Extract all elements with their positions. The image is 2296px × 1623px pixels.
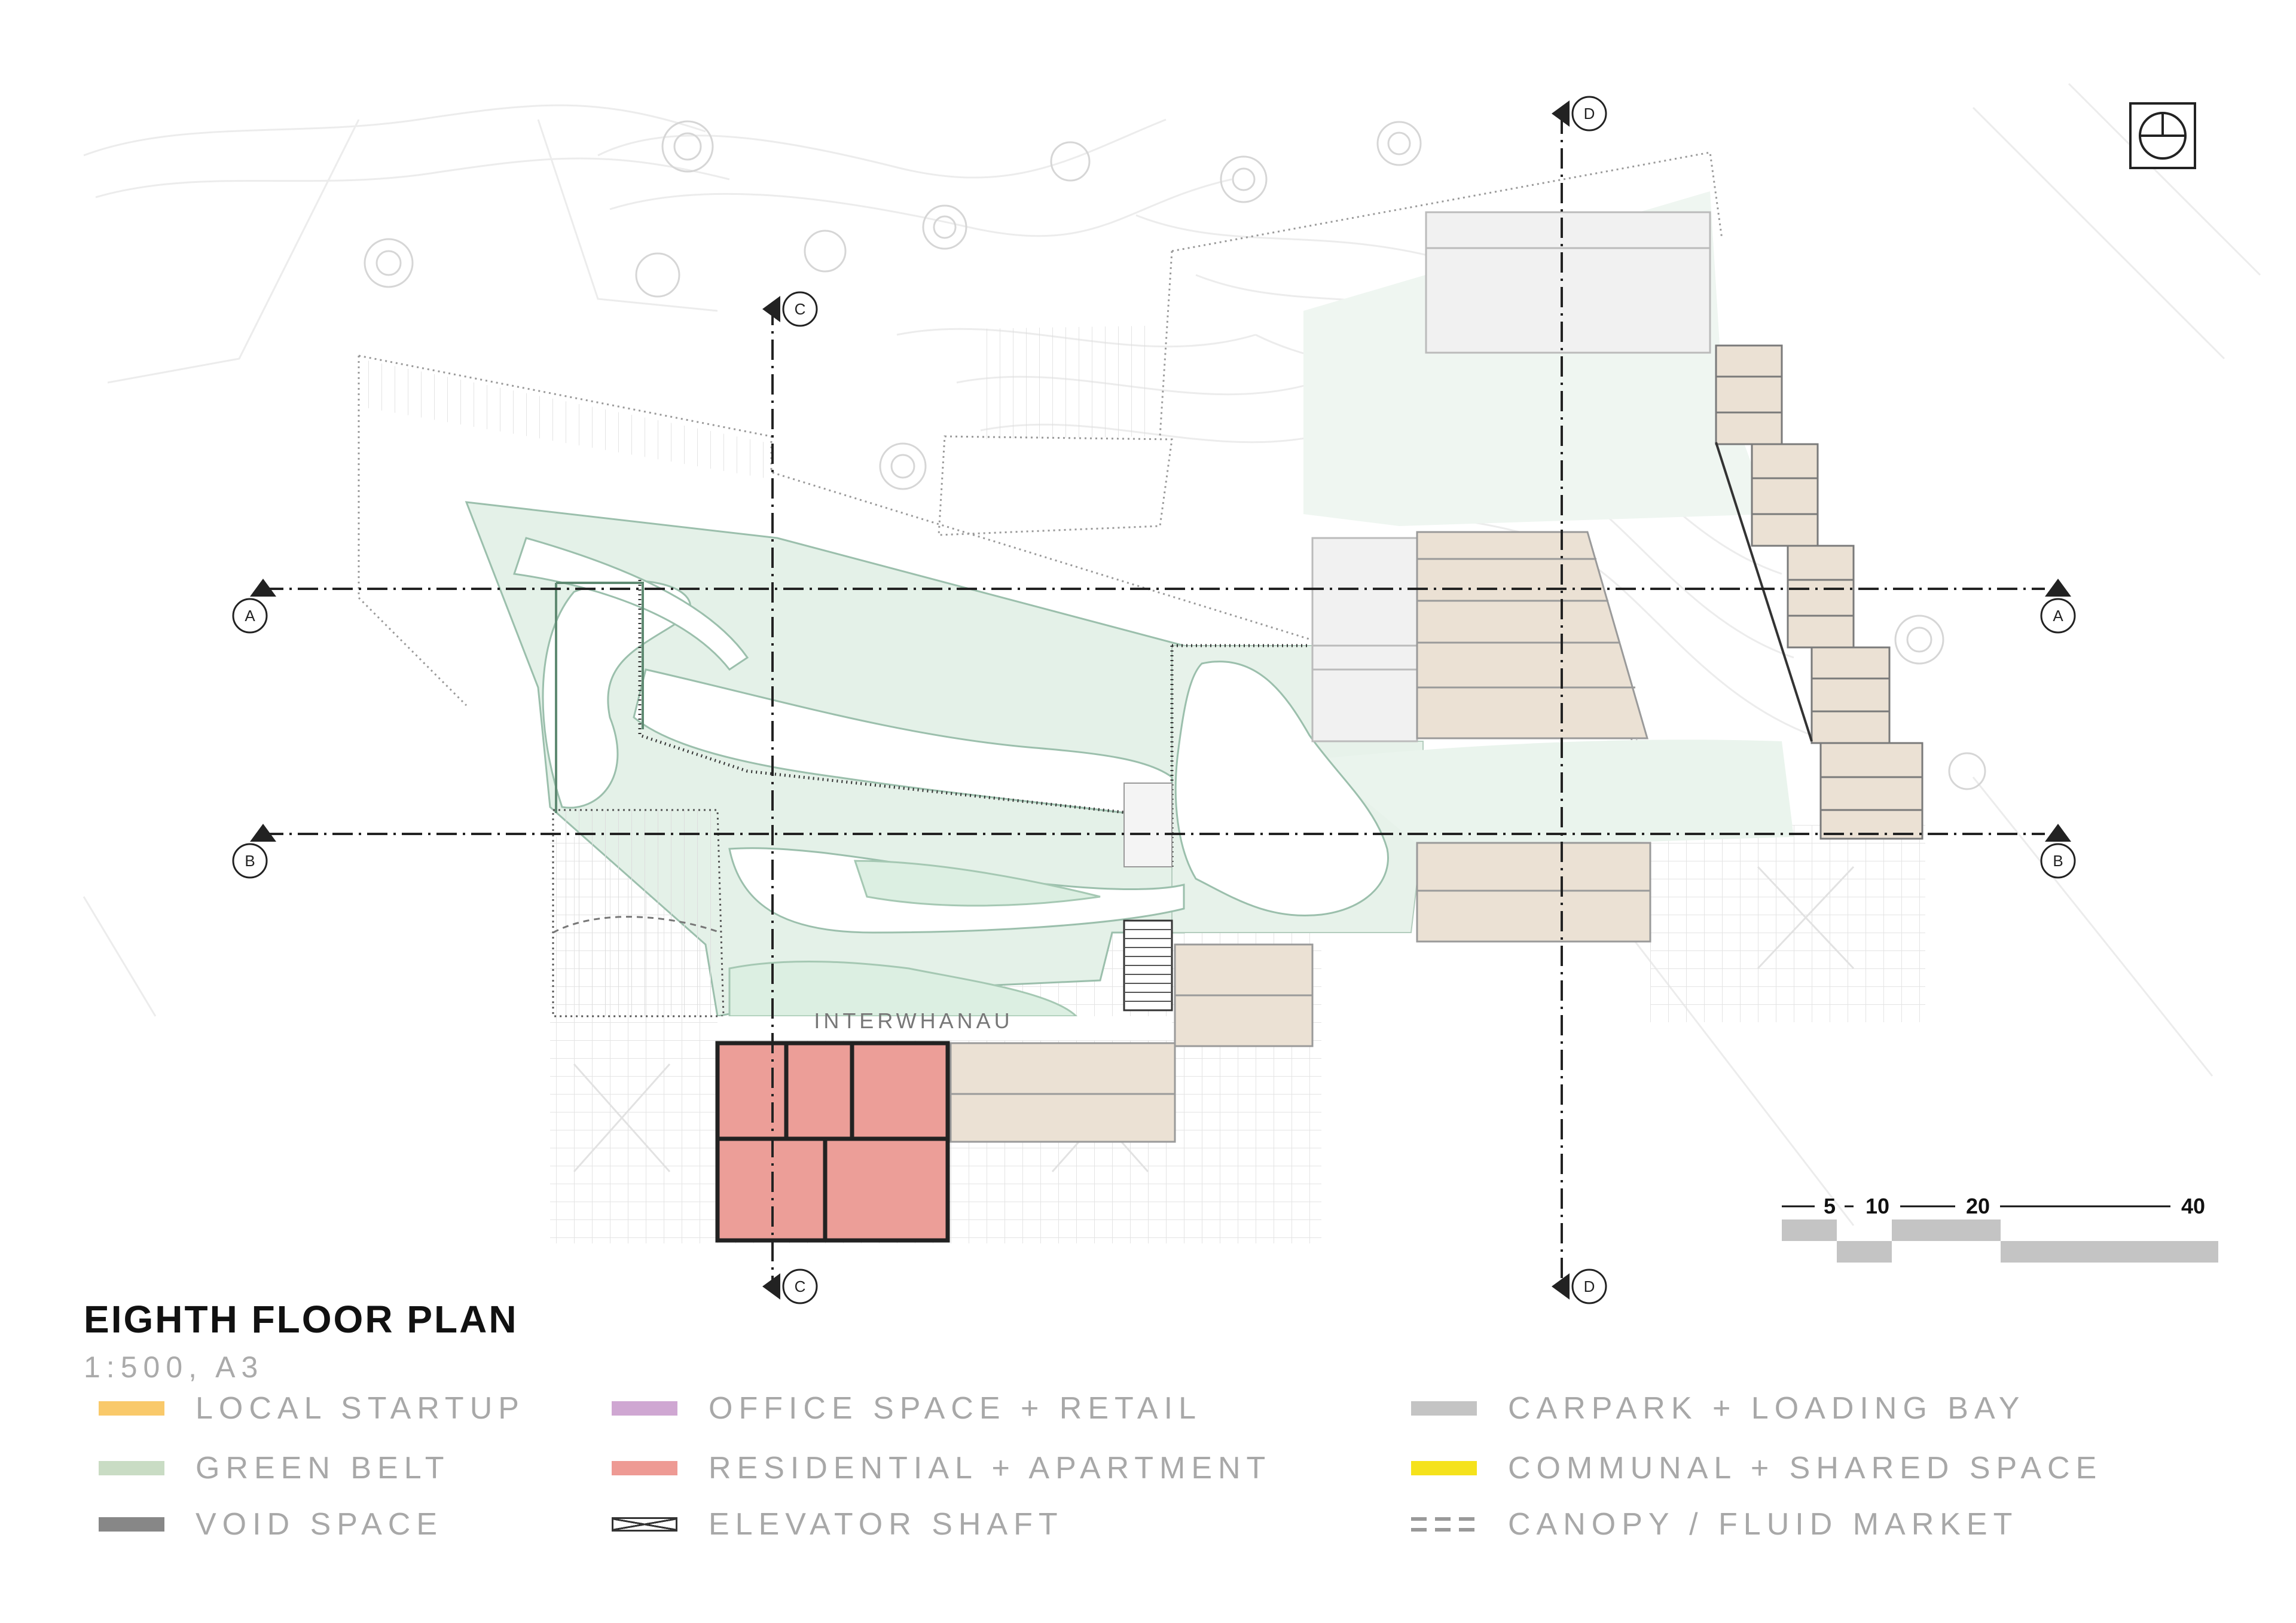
section-label-c-top: C xyxy=(795,300,806,318)
legend-item-local-startup: LOCAL STARTUP xyxy=(99,1390,525,1426)
interwhanau-label: INTERWHANAU xyxy=(814,1008,1013,1033)
green-outline xyxy=(555,582,644,813)
residential-blocks xyxy=(715,1041,950,1243)
north-arrow-icon xyxy=(2129,102,2196,169)
site-trees xyxy=(364,120,1986,790)
legend-item-elevator-shaft: ELEVATOR SHAFT xyxy=(612,1506,1064,1542)
legend-label: LOCAL STARTUP xyxy=(196,1391,525,1426)
legend-item-canopy: CANOPY / FLUID MARKET xyxy=(1411,1506,2018,1542)
legend-swatch-canopy xyxy=(1411,1517,1477,1532)
legend-item-green-belt: GREEN BELT xyxy=(99,1450,450,1486)
legend-label: COMMUNAL + SHARED SPACE xyxy=(1508,1451,2103,1486)
section-marker-d-bottom: D xyxy=(1552,1269,1607,1304)
section-label-b-right: B xyxy=(2053,852,2063,870)
scale-label-40: 40 xyxy=(2181,1194,2205,1218)
section-marker-b-left: B xyxy=(232,824,276,879)
legend-swatch-communal xyxy=(1411,1461,1477,1475)
section-label-d-bottom: D xyxy=(1584,1277,1595,1295)
legend-swatch-residential xyxy=(612,1461,677,1475)
legend-label: ELEVATOR SHAFT xyxy=(709,1507,1064,1542)
drawing-scale-subtitle: 1:500, A3 xyxy=(84,1350,264,1384)
scale-label-10: 10 xyxy=(1866,1194,1889,1218)
scale-label-20: 20 xyxy=(1966,1194,1990,1218)
legend-label: VOID SPACE xyxy=(196,1507,444,1542)
section-label-c-bottom: C xyxy=(795,1277,806,1295)
circulation-deck xyxy=(552,809,1172,1040)
legend-swatch-local-startup xyxy=(99,1401,164,1416)
green-islands xyxy=(728,860,1101,1017)
legend-swatch-elevator-shaft xyxy=(612,1517,677,1532)
legend-item-void-space: VOID SPACE xyxy=(99,1506,443,1542)
legend-item-residential: RESIDENTIAL + APARTMENT xyxy=(612,1450,1271,1486)
legend-label: RESIDENTIAL + APARTMENT xyxy=(709,1451,1272,1486)
commercial-blocks xyxy=(949,531,1651,1143)
section-marker-d-top: D xyxy=(1552,96,1607,132)
canopy-hatch-northwest xyxy=(359,326,1173,536)
legend-label: GREEN BELT xyxy=(196,1451,450,1486)
section-marker-c-bottom: C xyxy=(762,1269,818,1304)
drawing-title: EIGHTH FLOOR PLAN xyxy=(84,1298,518,1341)
site-boundary xyxy=(358,151,1723,766)
section-label-a-right: A xyxy=(2053,607,2063,625)
scale-label-5: 5 xyxy=(1824,1194,1836,1218)
section-label-d-top: D xyxy=(1584,105,1595,123)
legend-swatch-carpark xyxy=(1411,1401,1477,1416)
legend-item-carpark: CARPARK + LOADING BAY xyxy=(1411,1390,2025,1426)
section-label-b-left: B xyxy=(245,852,255,870)
legend-item-office-retail: OFFICE SPACE + RETAIL xyxy=(612,1390,1202,1426)
legend-label: CARPARK + LOADING BAY xyxy=(1508,1391,2026,1426)
section-marker-c-top: C xyxy=(762,291,818,327)
section-label-a-left: A xyxy=(245,607,255,625)
section-marker-a-left: A xyxy=(232,579,276,634)
carpark-blocks xyxy=(1311,211,1711,742)
section-lines xyxy=(263,114,2045,1285)
section-marker-b-right: B xyxy=(2040,824,2076,879)
green-belt-edge xyxy=(638,580,1309,867)
legend-label: CANOPY / FLUID MARKET xyxy=(1508,1507,2019,1542)
legend-item-communal: COMMUNAL + SHARED SPACE xyxy=(1411,1450,2102,1486)
scale-bar: 5 10 20 40 xyxy=(1782,1194,2218,1263)
legend-swatch-void-space xyxy=(99,1517,164,1532)
section-marker-a-right: A xyxy=(2040,579,2076,634)
legend-swatch-office-retail xyxy=(612,1401,677,1416)
terrace-blocks xyxy=(1715,344,1923,840)
legend-label: OFFICE SPACE + RETAIL xyxy=(709,1391,1202,1426)
legend-swatch-green-belt xyxy=(99,1461,164,1475)
stair xyxy=(1123,783,1173,1011)
